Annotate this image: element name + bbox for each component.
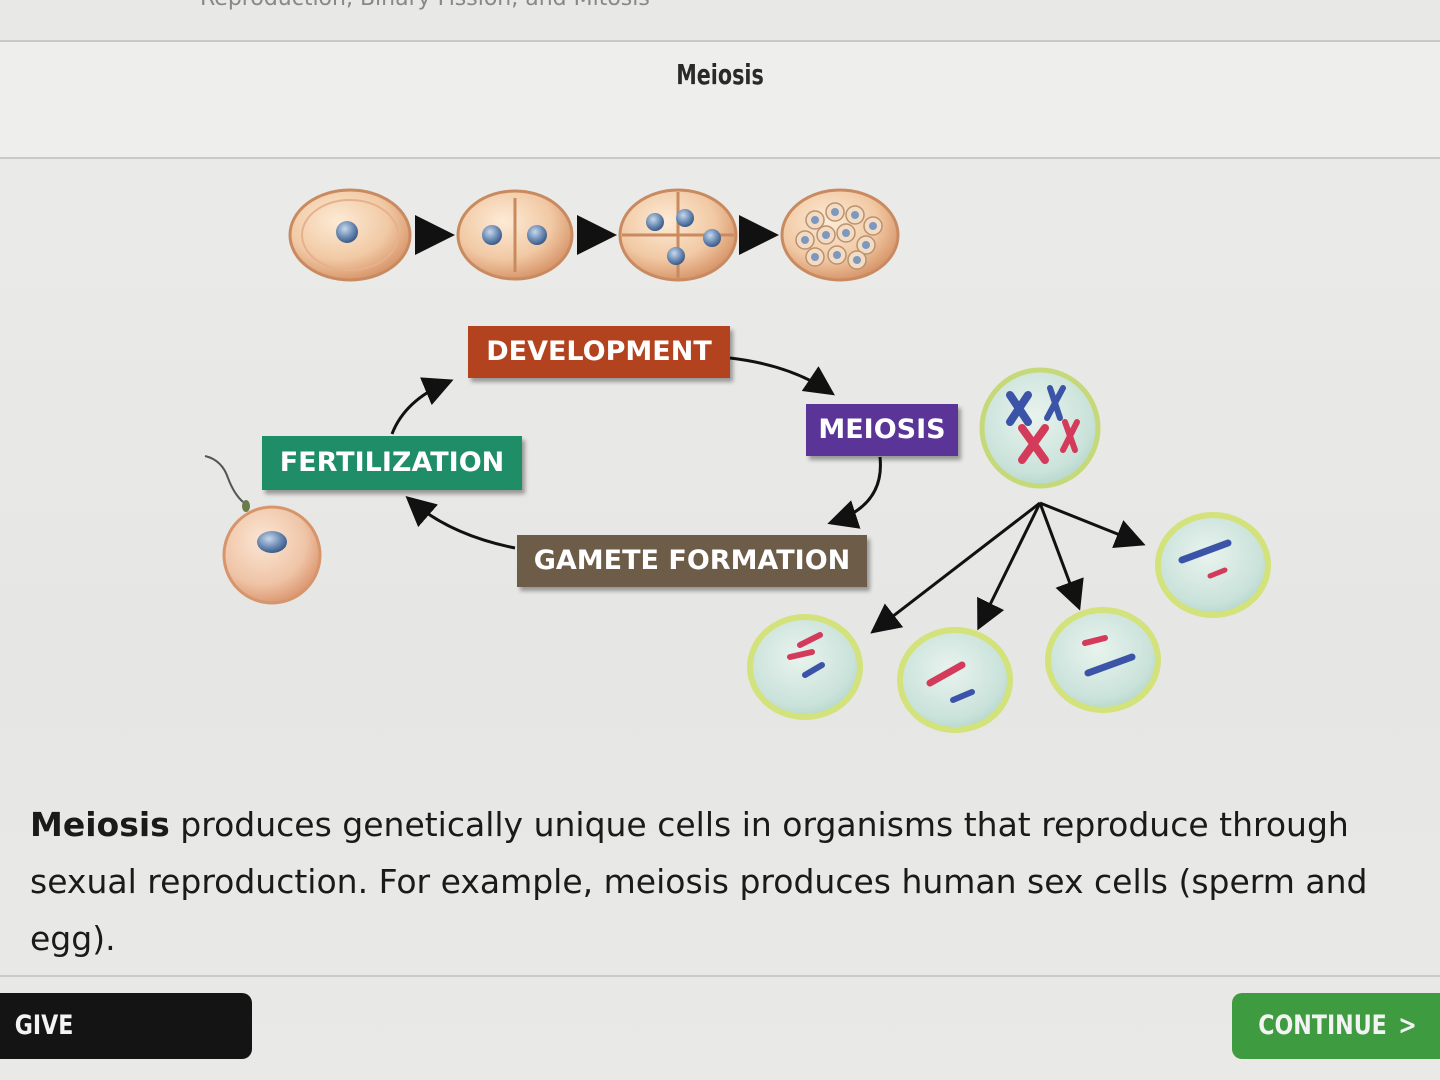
gamete-formation-label: GAMETE FORMATION <box>517 535 867 587</box>
arrow-fertilization-to-development <box>390 377 454 435</box>
breadcrumb: Reproduction, Binary Fission, and Mitosi… <box>200 0 650 11</box>
daughter-cell-1 <box>747 614 863 720</box>
continue-button[interactable]: CONTINUE > <box>1232 993 1440 1059</box>
arrow-gametes-to-fertilization <box>405 496 516 550</box>
lesson-caption: Meiosis produces genetically unique cell… <box>30 796 1410 967</box>
daughter-cell-3 <box>1045 607 1161 713</box>
meiosis-label: MEIOSIS <box>806 404 958 456</box>
continue-label: CONTINUE <box>1258 1010 1387 1041</box>
caption-text: produces genetically unique cells in org… <box>30 805 1368 958</box>
title-bar <box>0 42 1440 159</box>
meiosis-life-cycle-diagram: DEVELOPMENT MEIOSIS FERTILIZATION GAMETE… <box>0 160 1440 790</box>
page-title: Meiosis <box>676 58 764 91</box>
development-label: DEVELOPMENT <box>468 326 730 378</box>
diagram-illustration <box>204 188 1271 733</box>
arrow-meiosis-to-gametes <box>827 456 882 529</box>
chevron-right-icon: > <box>1398 1010 1417 1041</box>
breadcrumb-bar: Reproduction, Binary Fission, and Mitosi… <box>0 0 1440 42</box>
two-cell-stage <box>456 189 574 281</box>
zygote-cell <box>288 188 412 282</box>
parent-cell <box>979 367 1101 489</box>
daughter-cell-2 <box>897 627 1013 733</box>
fertilization-label: FERTILIZATION <box>262 436 522 490</box>
give-feedback-label: GIVE FEEDBACK <box>14 1010 74 1041</box>
give-feedback-button[interactable]: GIVE FEEDBACK <box>0 993 252 1059</box>
four-cell-stage <box>618 188 738 282</box>
footer-divider <box>0 975 1440 977</box>
morula-stage <box>780 188 900 282</box>
sperm-cell <box>204 455 250 512</box>
egg-cell <box>222 505 322 605</box>
caption-term: Meiosis <box>30 805 170 844</box>
daughter-cell-4 <box>1155 512 1271 618</box>
arrow-development-to-meiosis <box>729 356 835 396</box>
